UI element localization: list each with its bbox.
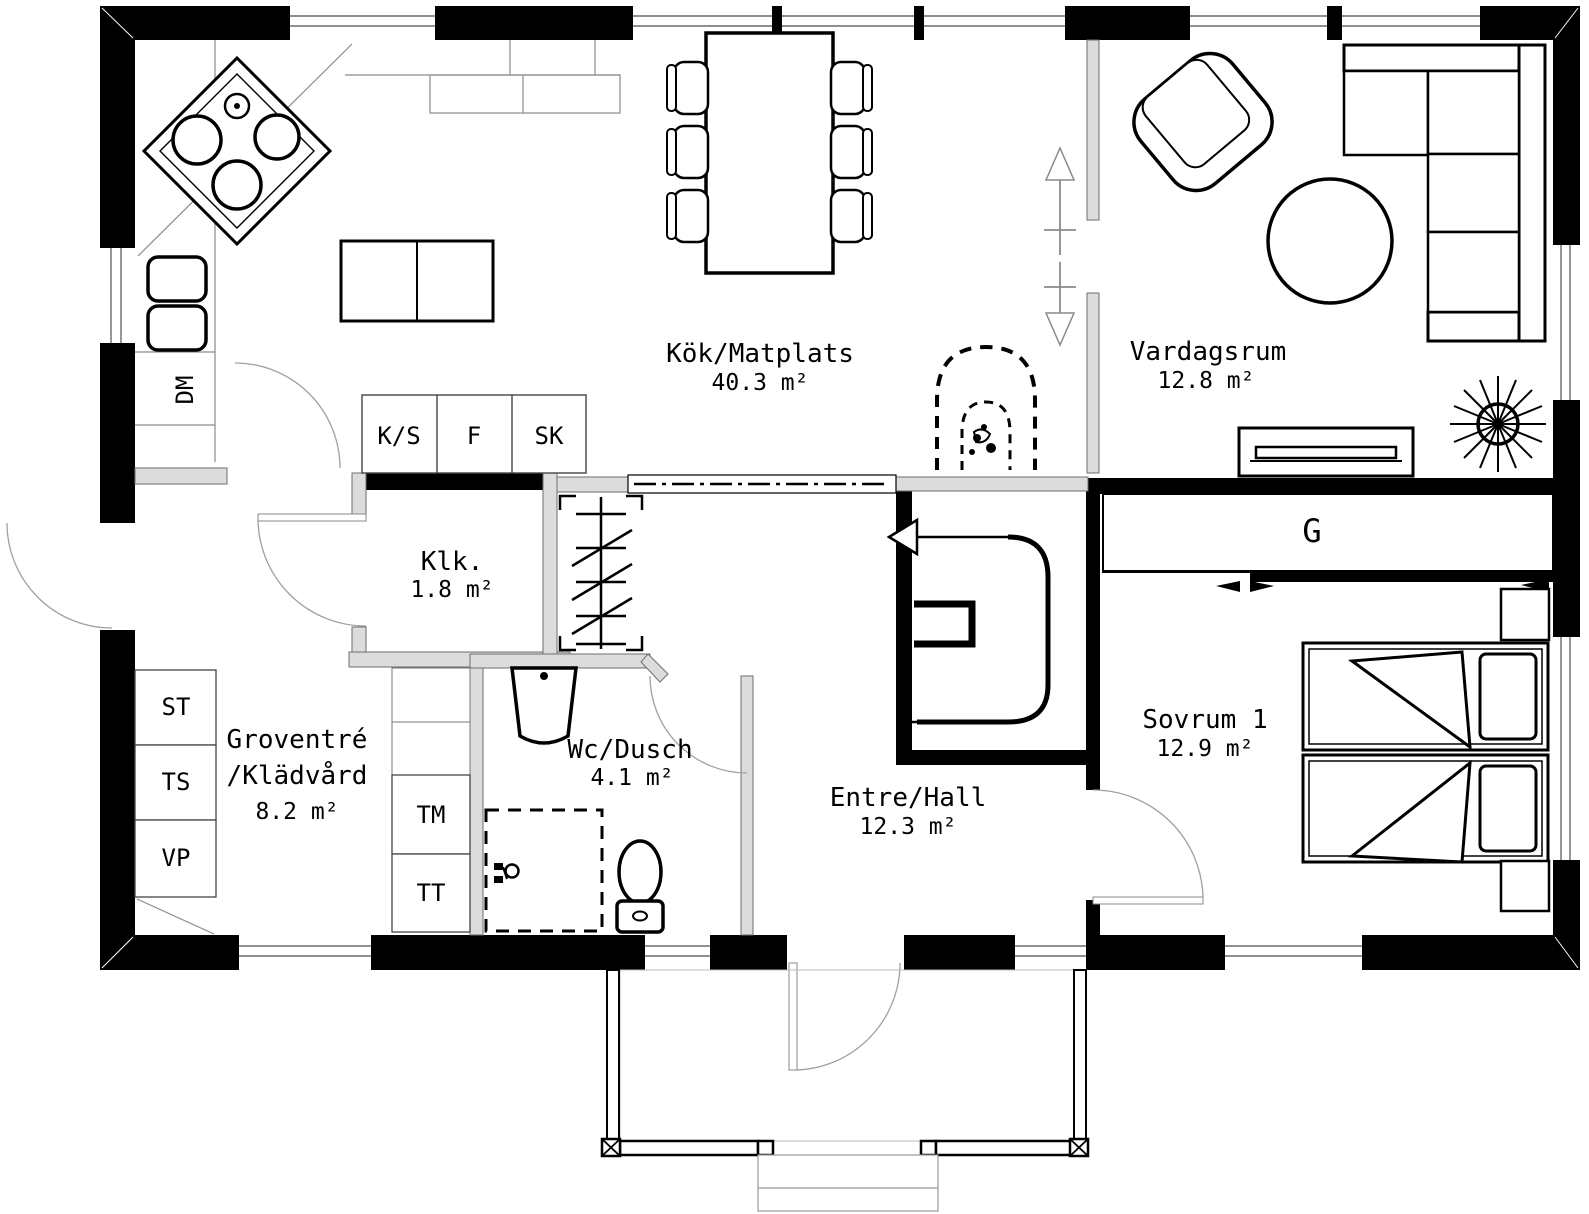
label-kok: Kök/Matplats bbox=[666, 339, 854, 369]
bathroom-sink-icon bbox=[510, 666, 578, 745]
window-left-kitchen bbox=[100, 248, 135, 343]
bedroom-door bbox=[1092, 789, 1204, 905]
toilet-icon bbox=[615, 839, 665, 934]
label-entre: Entre/Hall bbox=[830, 783, 987, 813]
interior-walls bbox=[352, 473, 1553, 935]
label-wc: Wc/Dusch bbox=[567, 735, 692, 765]
stairs bbox=[886, 517, 1051, 729]
entrance-porch bbox=[600, 969, 1090, 1212]
chair bbox=[829, 188, 873, 244]
dining-table bbox=[704, 31, 835, 275]
plant-icon bbox=[1450, 376, 1546, 472]
dining-window-3 bbox=[924, 6, 1065, 40]
washer-label: TM bbox=[417, 801, 446, 829]
bedroom-window-bottom bbox=[1225, 935, 1362, 970]
label-entre-area: 12.3 m² bbox=[860, 814, 957, 840]
partition-walls bbox=[134, 39, 1100, 936]
label-klk-area: 1.8 m² bbox=[410, 577, 493, 603]
opening-direction-arrows bbox=[1044, 146, 1076, 347]
window-row-bottom bbox=[239, 935, 1362, 970]
kitchen-window bbox=[290, 6, 435, 40]
living-window-2 bbox=[1342, 6, 1480, 40]
hall-window bbox=[1015, 935, 1086, 970]
klk-door bbox=[257, 513, 367, 627]
label-groventre-2: /Klädvård bbox=[227, 760, 368, 791]
side-entrance-door bbox=[6, 522, 135, 630]
window-row-top bbox=[290, 6, 1480, 40]
coat-rail-icon bbox=[558, 494, 644, 652]
groventre-window bbox=[239, 935, 371, 970]
kitchen-sink-icon bbox=[146, 255, 208, 352]
label-kok-area: 40.3 m² bbox=[712, 370, 809, 396]
tv-bench-icon bbox=[1237, 426, 1415, 478]
living-window-1 bbox=[1190, 6, 1327, 40]
armchair-icon bbox=[1132, 51, 1274, 193]
main-entrance-door bbox=[787, 935, 904, 1071]
st-label: ST bbox=[162, 693, 191, 721]
porch-steps bbox=[757, 1154, 939, 1212]
chair bbox=[666, 188, 710, 244]
fireplace-dashed-icon bbox=[935, 344, 1037, 470]
label-vardagsrum: Vardagsrum bbox=[1130, 337, 1287, 367]
freezer-label: F bbox=[467, 422, 481, 450]
ts-label: TS bbox=[162, 768, 191, 796]
corner-sofa-icon bbox=[1342, 43, 1547, 343]
window-right-bedroom bbox=[1553, 637, 1580, 860]
dishwasher-label: DM bbox=[171, 376, 199, 405]
room-labels: Kök/Matplats 40.3 m² Vardagsrum 12.8 m² … bbox=[227, 337, 1287, 840]
vp-label: VP bbox=[162, 844, 191, 872]
label-wc-area: 4.1 m² bbox=[590, 765, 673, 791]
porch-post-x-left bbox=[600, 1137, 622, 1158]
porch-post-x-right bbox=[1068, 1137, 1090, 1158]
cleaning-cabinet-label: SK bbox=[535, 422, 564, 450]
wc-window bbox=[645, 935, 710, 970]
dining-chairs bbox=[666, 60, 873, 244]
nightstand-bottom bbox=[1499, 859, 1551, 913]
tall-cabinet-row: K/S F SK bbox=[361, 394, 587, 474]
label-vardagsrum-area: 12.8 m² bbox=[1158, 368, 1255, 394]
chair bbox=[666, 60, 710, 116]
label-sovrum-area: 12.9 m² bbox=[1157, 736, 1254, 762]
groventre-cabinets: ST TS VP bbox=[134, 669, 217, 935]
ceiling-beam-line bbox=[627, 474, 897, 494]
kitchen-door-arc bbox=[234, 362, 341, 469]
dryer-label: TT bbox=[417, 879, 446, 907]
laundry-appliances: TM TT bbox=[391, 667, 471, 933]
chair bbox=[829, 124, 873, 180]
nightstand-top bbox=[1499, 587, 1551, 642]
wardrobe-g-label: G bbox=[1302, 512, 1321, 550]
label-groventre: Groventré bbox=[227, 725, 368, 755]
coffee-table-icon bbox=[1266, 177, 1394, 305]
fridge-label: K/S bbox=[377, 422, 420, 450]
shower-icon bbox=[484, 808, 604, 933]
wc-door-arc bbox=[649, 675, 748, 774]
bed-1 bbox=[1301, 641, 1550, 752]
chair bbox=[666, 124, 710, 180]
label-groventre-area: 8.2 m² bbox=[255, 799, 338, 825]
bed-2 bbox=[1301, 753, 1550, 864]
chair bbox=[829, 60, 873, 116]
kitchen-island bbox=[339, 239, 495, 323]
label-sovrum: Sovrum 1 bbox=[1142, 705, 1267, 735]
wardrobe-g: G bbox=[1102, 493, 1554, 592]
window-right-living bbox=[1553, 245, 1580, 400]
label-klk: Klk. bbox=[421, 547, 484, 577]
stove-icon bbox=[141, 55, 333, 247]
